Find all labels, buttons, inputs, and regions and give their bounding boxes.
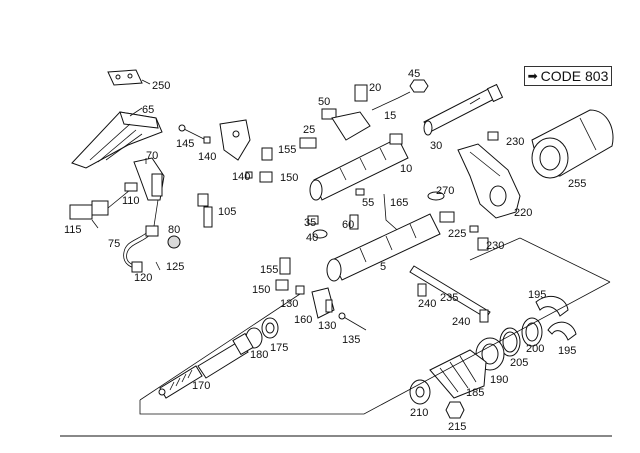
callout-200: 200 (526, 343, 544, 355)
callout-250: 250 (152, 80, 170, 92)
code-label: CODE 803 (540, 68, 609, 84)
parts-lower-left-small (275, 257, 367, 331)
part-110-115-connector (69, 182, 138, 229)
callout-40: 40 (306, 232, 318, 244)
callout-130-a: 130 (280, 298, 298, 310)
callout-240-b: 240 (452, 316, 470, 328)
callout-75: 75 (108, 238, 120, 250)
callout-185: 185 (466, 387, 484, 399)
callout-150-a: 150 (280, 172, 298, 184)
part-65-switch-housing (71, 107, 163, 169)
callout-150-b: 150 (252, 284, 270, 296)
callout-255: 255 (568, 178, 586, 190)
callout-195-b: 195 (558, 345, 576, 357)
callout-110: 110 (122, 195, 140, 207)
parts-upper-center (299, 79, 429, 149)
parts-210-215 (409, 379, 465, 419)
part-5-jacket-lower (326, 211, 455, 282)
callout-70: 70 (146, 150, 158, 162)
code-803-badge: ➡ CODE 803 (524, 66, 612, 86)
callout-165: 165 (390, 197, 408, 209)
screws-upper-left (178, 119, 273, 228)
callout-225: 225 (448, 228, 466, 240)
callout-30: 30 (430, 140, 442, 152)
arrow-right-icon: ➡ (527, 69, 538, 83)
callout-25: 25 (303, 124, 315, 136)
part-250-plate (107, 69, 151, 86)
callout-60: 60 (342, 219, 354, 231)
callout-235: 235 (440, 292, 458, 304)
callout-215: 215 (448, 421, 466, 433)
part-30-shaft (423, 83, 504, 136)
callout-220: 220 (514, 207, 532, 219)
callout-270: 270 (436, 185, 454, 197)
part-170-steering-shaft (158, 332, 254, 399)
callout-135: 135 (342, 334, 360, 346)
parts-225-230 (469, 131, 499, 251)
callout-140-a: 140 (198, 151, 216, 163)
callout-170: 170 (192, 380, 210, 392)
callout-10: 10 (400, 163, 412, 175)
callout-50: 50 (318, 96, 330, 108)
parts-180-175 (245, 317, 279, 349)
callout-125: 125 (166, 261, 184, 273)
callout-45: 45 (408, 68, 420, 80)
callout-55: 55 (362, 197, 374, 209)
part-220-bracket (457, 143, 521, 219)
callout-35: 35 (304, 217, 316, 229)
callout-145: 145 (176, 138, 194, 150)
part-10-jacket-upper (309, 133, 409, 201)
callout-175: 175 (270, 342, 288, 354)
callout-160: 160 (294, 314, 312, 326)
callout-65: 65 (142, 104, 154, 116)
callout-155-a: 155 (278, 144, 296, 156)
callout-5: 5 (380, 261, 386, 273)
callout-210: 210 (410, 407, 428, 419)
callout-230-a: 230 (506, 136, 524, 148)
callout-130-b: 130 (318, 320, 336, 332)
leader-lines (139, 237, 611, 415)
parts-rings-195-205 (475, 295, 577, 371)
part-75-cable (123, 225, 181, 273)
part-70-lever-switch (133, 157, 165, 227)
callout-180: 180 (250, 349, 268, 361)
part-255-cover (531, 109, 614, 179)
callout-120: 120 (134, 272, 152, 284)
callout-155-b: 155 (260, 264, 278, 276)
callout-115: 115 (64, 224, 82, 236)
callout-230-b: 230 (486, 240, 504, 252)
callout-105: 105 (218, 206, 236, 218)
callout-20: 20 (369, 82, 381, 94)
parts-center-small (307, 188, 445, 239)
callout-15: 15 (384, 110, 396, 122)
callout-205: 205 (510, 357, 528, 369)
callout-240-a: 240 (418, 298, 436, 310)
part-235-strap (409, 265, 491, 323)
callout-labels: 250 65 70 110 115 75 120 80 125 145 140 … (64, 68, 586, 433)
callout-195-a: 195 (528, 289, 546, 301)
callout-140-b: 140 (232, 171, 250, 183)
callout-80: 80 (168, 224, 180, 236)
callout-190: 190 (490, 374, 508, 386)
